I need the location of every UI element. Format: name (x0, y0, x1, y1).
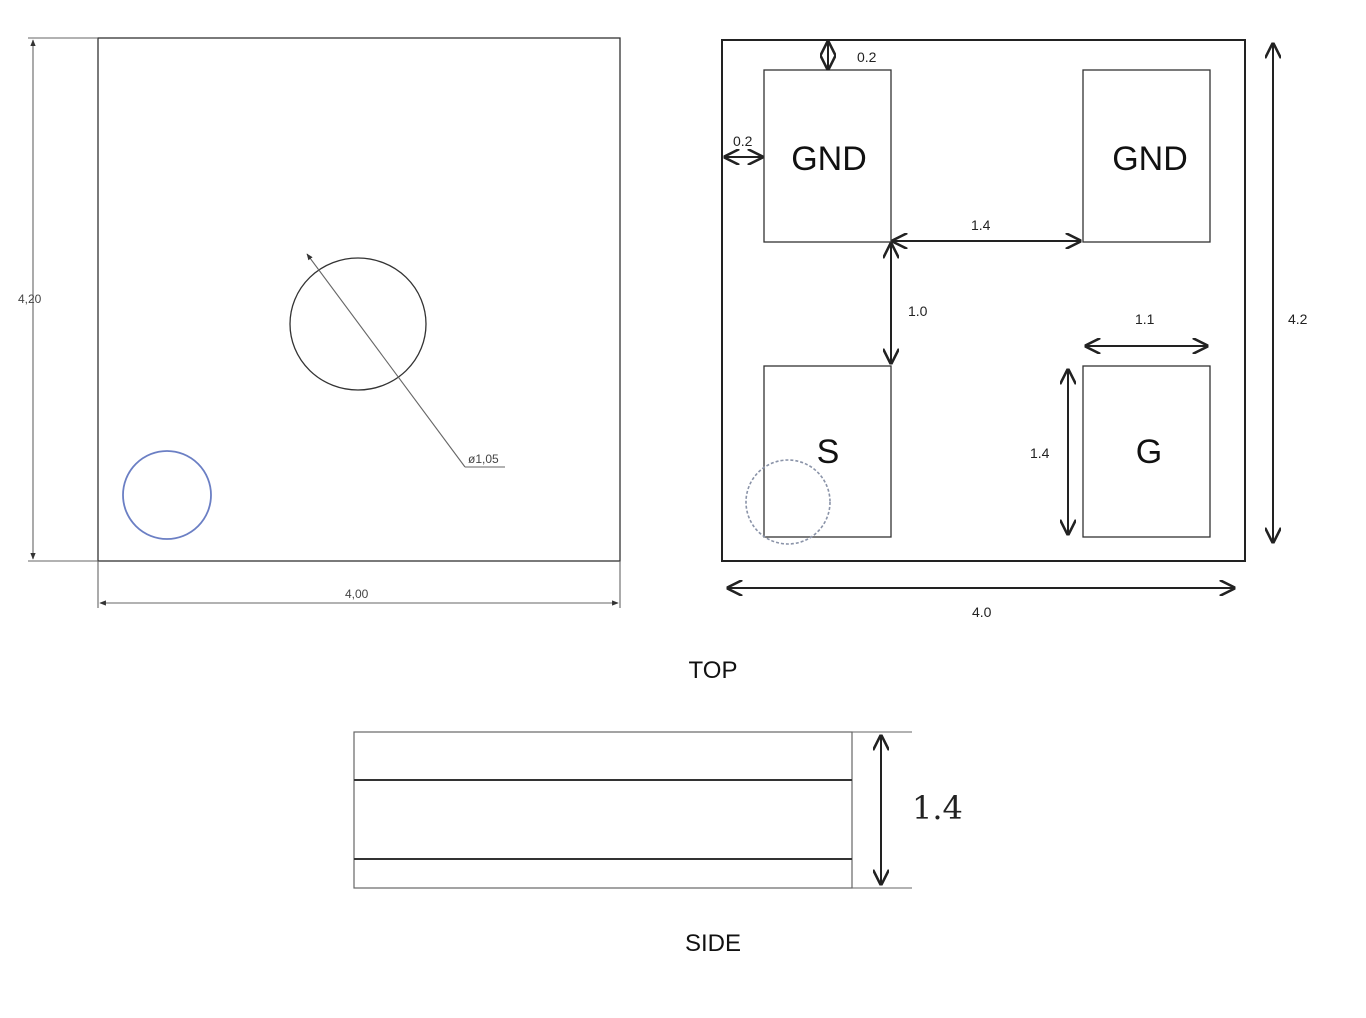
hole-circle (289, 257, 427, 391)
hole-leader-line (306, 253, 466, 468)
left-width-label: 4,00 (345, 587, 369, 601)
top-view-label: TOP (689, 657, 738, 684)
pad-g-label: G (1136, 433, 1162, 471)
pad-s (763, 365, 892, 538)
dim-width-label: 4.0 (972, 604, 992, 620)
side-view-label: SIDE (685, 930, 741, 957)
dim-pad-height-label: 1.4 (1030, 445, 1050, 461)
dim-top-clearance-label: 0.2 (857, 49, 877, 65)
right-view: GND GND S G 0.2 0.2 1.4 1.0 1.1 1.4 4.2 … (721, 39, 1308, 620)
dim-pad-gap-h-label: 1.4 (971, 217, 991, 233)
left-view: 4,20 4,00 ø1,05 (18, 37, 621, 608)
pad-s-label: S (817, 433, 840, 471)
pad-gnd-right (1082, 69, 1211, 243)
side-thickness-label: 1.4 (912, 789, 963, 827)
pin1-marker-circle (122, 450, 212, 540)
right-outline (721, 39, 1246, 562)
pad-gnd-left-label: GND (791, 140, 867, 178)
pin1-marker-circle-bottom (745, 459, 831, 545)
dim-pad-gap-v-label: 1.0 (908, 303, 928, 319)
hole-diameter-label: ø1,05 (468, 452, 499, 466)
left-height-label: 4,20 (18, 292, 42, 306)
dim-pad-width-label: 1.1 (1135, 311, 1155, 327)
pad-gnd-right-label: GND (1112, 140, 1188, 178)
pad-g (1082, 365, 1211, 538)
dim-left-clearance-label: 0.2 (733, 133, 753, 149)
side-view: 1.4 (353, 731, 963, 889)
left-outline (97, 37, 621, 562)
side-outline (353, 731, 853, 889)
dim-height-label: 4.2 (1288, 311, 1308, 327)
